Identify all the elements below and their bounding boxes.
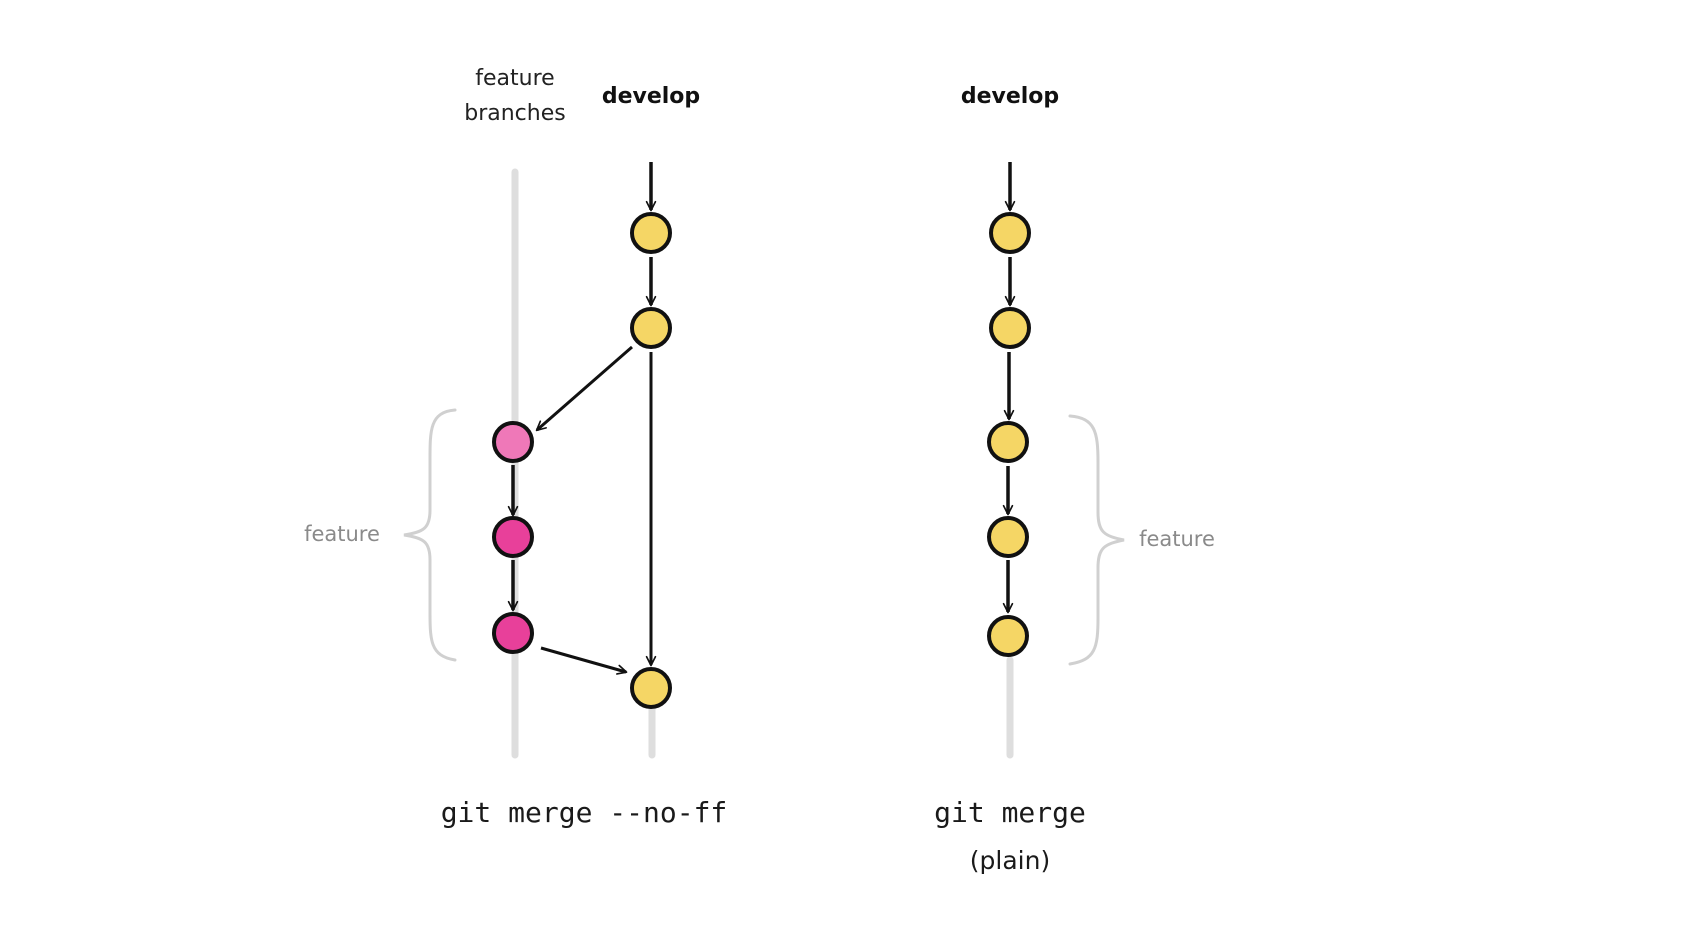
develop-commit-3-right [987, 421, 1029, 463]
feature-brace-label-left: feature [304, 522, 380, 546]
left-diagram-no-ff: feature branches develop feature git mer… [304, 66, 727, 829]
feature-brace-right [1068, 414, 1125, 666]
develop-commit-1-right [989, 212, 1031, 254]
feature-branches-header-line2: branches [464, 101, 565, 126]
develop-commit-5-right [987, 615, 1029, 657]
feature-brace-label-right: feature [1139, 527, 1215, 551]
feature-branches-header-line1: feature [475, 66, 554, 91]
develop-commit-2-right [989, 307, 1031, 349]
develop-commit-1-left [630, 212, 672, 254]
develop-header-left: develop [602, 84, 700, 109]
develop-commit-4-right [987, 516, 1029, 558]
command-plain: git merge [934, 796, 1086, 829]
feature-commit-3 [492, 612, 534, 654]
right-diagram-plain: develop feature git merge (plain) [934, 84, 1215, 875]
feature-brace-left [403, 408, 457, 662]
feature-commit-2 [492, 516, 534, 558]
develop-header-right: develop [961, 84, 1059, 109]
develop-merge-commit [630, 667, 672, 709]
branch-off-arrow [535, 345, 633, 432]
merge-arrow [540, 646, 628, 675]
develop-commit-2-left [630, 307, 672, 349]
command-plain-note: (plain) [970, 846, 1050, 875]
feature-commit-1 [492, 421, 534, 463]
command-no-ff: git merge --no-ff [441, 796, 728, 829]
